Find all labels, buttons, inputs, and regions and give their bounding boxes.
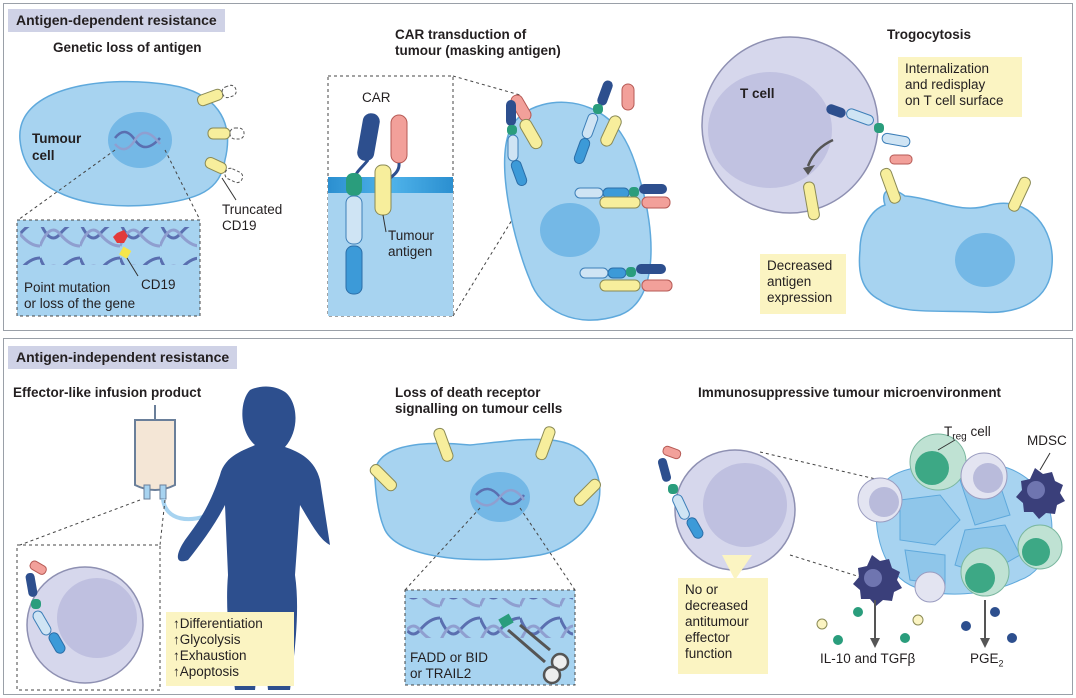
tumour-cell-label-1: Tumour bbox=[32, 131, 82, 146]
decreased-line-2: antigen bbox=[767, 274, 812, 289]
pge-sub: 2 bbox=[998, 658, 1004, 669]
car-label: CAR bbox=[362, 90, 391, 105]
decreased-line-3: expression bbox=[767, 290, 833, 305]
decreased-line-1: Decreased bbox=[767, 258, 833, 273]
antigen-stubs-genetic bbox=[196, 84, 245, 201]
dna-zoom-genetic bbox=[16, 149, 201, 317]
death-receptor-title-1: Loss of death receptor bbox=[395, 385, 541, 400]
mutation-hexagon bbox=[113, 230, 128, 243]
il10-label: IL-10 and TGFβ bbox=[820, 651, 916, 666]
effector-item-2: ↑Exhaustion bbox=[173, 648, 247, 663]
no-effector-line-5: function bbox=[685, 646, 733, 661]
car-t-cell-effector bbox=[16, 544, 161, 691]
pge-label: PGE2 bbox=[970, 651, 1004, 672]
car-membrane-zoom bbox=[327, 75, 521, 317]
target-cell-trogocytosis bbox=[858, 167, 1053, 314]
mutation-label-1: Point mutation bbox=[24, 280, 111, 295]
no-effector-line-4: effector bbox=[685, 630, 730, 645]
genetic-loss-title: Genetic loss of antigen bbox=[53, 40, 202, 55]
t-cell-label: T cell bbox=[740, 86, 775, 101]
no-effector-line-1: No or bbox=[685, 582, 719, 597]
effector-item-3: ↑Apoptosis bbox=[173, 664, 240, 679]
tumour-cell-label-2: cell bbox=[32, 148, 55, 163]
no-effector-line-3: antitumour bbox=[685, 614, 749, 629]
fadd-label-1: FADD or BID bbox=[410, 650, 489, 665]
car-molecules-on-cell bbox=[506, 80, 673, 292]
tumour-cell-death-receptor bbox=[369, 426, 601, 686]
tme-title: Immunosuppressive tumour microenvironmen… bbox=[698, 385, 1002, 400]
no-effector-note: No or decreased antitumour effector func… bbox=[678, 578, 768, 674]
truncated-label-1: Truncated bbox=[222, 202, 283, 217]
tumour-antigen-label-1: Tumour bbox=[388, 228, 435, 243]
treg-t: T bbox=[944, 424, 953, 439]
scissors-icon bbox=[507, 623, 570, 685]
internalization-line-1: Internalization bbox=[905, 61, 990, 76]
car-transduction-title-1: CAR transduction of bbox=[395, 27, 527, 42]
internalization-line-3: on T cell surface bbox=[905, 93, 1004, 108]
tumour-antigen-label-2: antigen bbox=[388, 244, 433, 259]
no-effector-line-2: decreased bbox=[685, 598, 749, 613]
infusion-bag bbox=[19, 405, 216, 546]
antigen-dependent-panel bbox=[3, 3, 1073, 331]
decreased-antigen-note: Decreased antigen expression bbox=[760, 254, 846, 314]
fadd-label-2: or TRAIL2 bbox=[410, 666, 472, 681]
death-receptor-title-2: signalling on tumour cells bbox=[395, 401, 563, 416]
mutation-label-2: or loss of the gene bbox=[24, 296, 136, 311]
t-cell-trogocytosis bbox=[701, 36, 913, 221]
treg-rest: cell bbox=[966, 424, 991, 439]
antigen-independent-heading: Antigen-independent resistance bbox=[8, 346, 238, 369]
antigen-independent-panel bbox=[3, 338, 1073, 695]
treg-label: Treg cell bbox=[944, 424, 991, 446]
effector-note: ↑Differentiation ↑Glycolysis ↑Exhaustion… bbox=[166, 612, 294, 686]
mdsc-label: MDSC bbox=[1027, 433, 1067, 448]
cd19-label: CD19 bbox=[141, 277, 176, 292]
cytokine-arrows bbox=[816, 600, 1017, 648]
immune-cells-tme bbox=[853, 433, 1065, 606]
internalization-note: Internalization and redisplay on T cell … bbox=[898, 57, 1022, 117]
antigen-dependent-heading: Antigen-dependent resistance bbox=[8, 9, 225, 32]
pge-text: PGE bbox=[970, 651, 999, 666]
treg-sub: reg bbox=[952, 431, 967, 443]
tumour-cell-genetic-loss bbox=[19, 80, 229, 207]
effector-item-1: ↑Glycolysis bbox=[173, 632, 241, 647]
internalization-line-2: and redisplay bbox=[905, 77, 986, 92]
car-t-cell-tme bbox=[657, 445, 881, 581]
effector-item-0: ↑Differentiation bbox=[173, 616, 263, 631]
effector-title: Effector-like infusion product bbox=[13, 385, 202, 400]
trogocytosis-title: Trogocytosis bbox=[887, 27, 972, 42]
car-tumour-cell bbox=[503, 101, 652, 321]
car-transduction-title-2: tumour (masking antigen) bbox=[395, 43, 561, 58]
truncated-label-2: CD19 bbox=[222, 218, 257, 233]
